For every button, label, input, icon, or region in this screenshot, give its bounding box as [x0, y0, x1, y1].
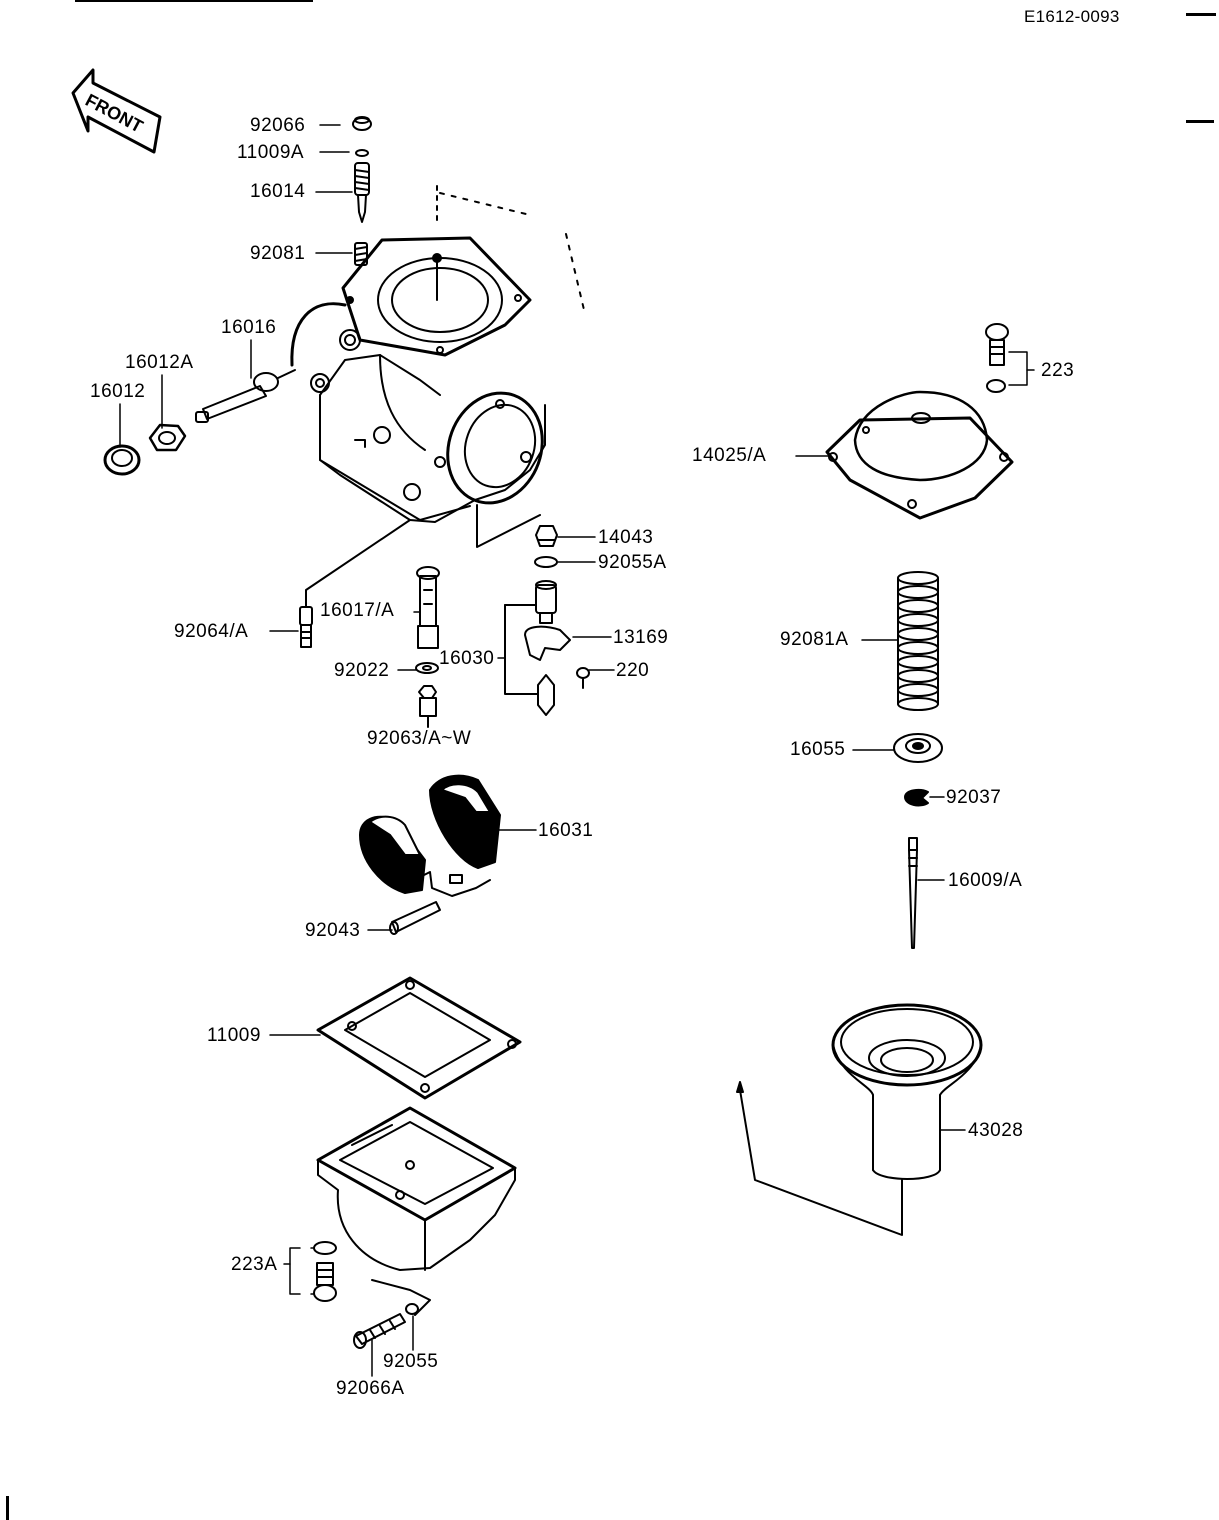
washer-223-icon — [986, 379, 1006, 393]
label-11009: 11009 — [207, 1025, 261, 1046]
jet-92064-icon — [299, 606, 313, 648]
label-92081: 92081 — [250, 243, 306, 264]
label-92055: 92055 — [383, 1351, 439, 1372]
spring-seat-16055-icon — [893, 733, 943, 763]
label-16016: 16016 — [221, 317, 277, 338]
cap-92066-icon — [352, 116, 372, 131]
washer-223a-icon — [313, 1241, 337, 1255]
label-92064a: 92064/A — [174, 621, 249, 642]
screw-16014-icon — [354, 162, 370, 223]
jet-needle-16009-icon — [908, 837, 918, 949]
label-92037: 92037 — [946, 787, 1002, 808]
cap-16012-icon — [103, 444, 141, 476]
needle-jet-16017-icon — [416, 566, 440, 649]
clip-92037-icon — [904, 788, 929, 807]
label-14025a: 14025/A — [692, 445, 767, 466]
vacuum-piston-43028-icon — [736, 1003, 983, 1236]
pilot-screw-16016-icon — [195, 369, 296, 423]
gasket-11009-icon — [316, 976, 522, 1100]
oring-92055a-icon — [534, 556, 558, 568]
label-16012a: 16012A — [125, 352, 194, 373]
float-bowl-icon — [316, 1106, 517, 1316]
washer-92022-icon — [415, 662, 439, 674]
label-16017a: 16017/A — [320, 600, 395, 621]
label-92055a: 92055A — [598, 552, 667, 573]
right-edge-mark-2 — [1186, 120, 1214, 123]
leader-lines — [119, 124, 1035, 1377]
top-cover-14025-icon — [825, 390, 1014, 520]
label-92066a: 92066A — [336, 1378, 405, 1399]
oring-11009a-icon — [355, 149, 369, 157]
label-92043: 92043 — [305, 920, 361, 941]
label-16014: 16014 — [250, 181, 306, 202]
label-92022: 92022 — [334, 660, 390, 681]
label-16055: 16055 — [790, 739, 846, 760]
label-16031: 16031 — [538, 820, 594, 841]
label-16012: 16012 — [90, 381, 146, 402]
nut-16012a-icon — [148, 423, 187, 452]
label-223a: 223A — [231, 1254, 278, 1275]
right-edge-mark-1 — [1186, 13, 1216, 16]
main-jet-92063-icon — [418, 685, 437, 728]
label-92081a: 92081A — [780, 629, 849, 650]
screw-223-icon — [985, 323, 1009, 366]
plug-14043-icon — [535, 525, 558, 547]
label-43028: 43028 — [968, 1120, 1024, 1141]
label-92063: 92063/A~W — [367, 728, 472, 749]
label-223: 223 — [1041, 360, 1075, 381]
pin-92043-icon — [389, 901, 441, 935]
top-left-rule — [75, 0, 313, 2]
label-92066: 92066 — [250, 115, 306, 136]
label-16030: 16030 — [439, 648, 495, 669]
front-arrow-icon: FRONT — [71, 68, 162, 154]
label-16009a: 16009/A — [948, 870, 1023, 891]
label-11009a: 11009A — [237, 142, 305, 163]
diagram-code: E1612-0093 — [1024, 7, 1120, 26]
label-220: 220 — [616, 660, 650, 681]
float-16031-icon — [359, 774, 501, 897]
label-14043: 14043 — [598, 527, 654, 548]
label-13169: 13169 — [613, 627, 669, 648]
screw-223a-icon — [313, 1262, 337, 1302]
spring-92081a-icon — [897, 571, 939, 711]
drain-screw-92066a-icon — [353, 1313, 406, 1349]
bottom-left-mark — [6, 1496, 9, 1520]
carburetor-body-icon — [290, 185, 586, 608]
oring-92055-icon — [405, 1303, 419, 1315]
float-valve-16030-icon — [504, 580, 571, 716]
screw-220-icon — [576, 667, 590, 689]
